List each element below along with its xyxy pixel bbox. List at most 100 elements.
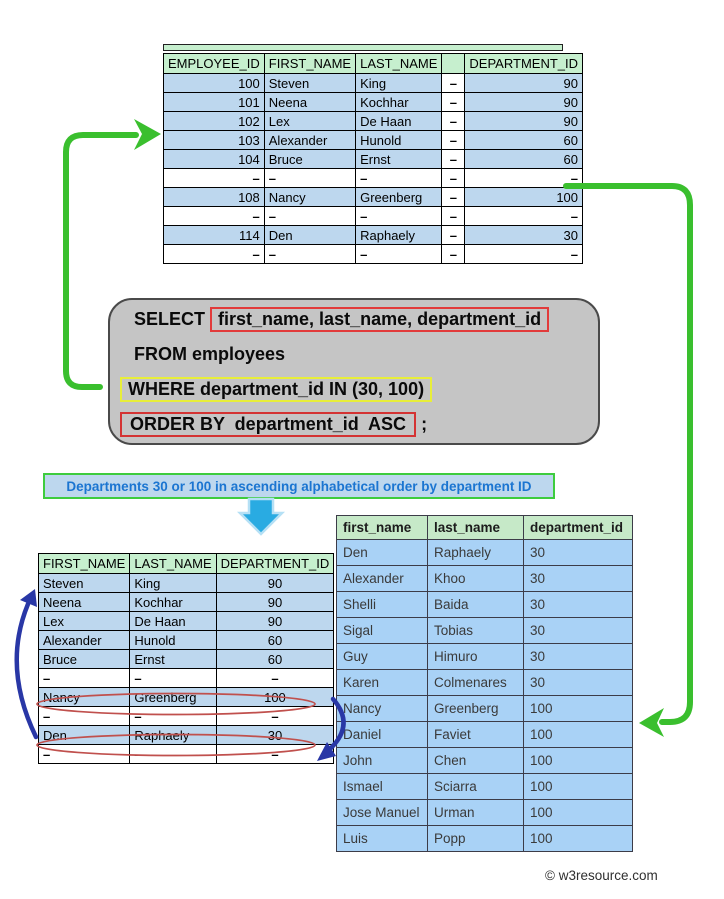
table-row: ––– bbox=[37, 668, 335, 688]
credit-text: © w3resource.com bbox=[545, 868, 658, 883]
table-cell: 108 bbox=[163, 187, 265, 207]
table-cell: 90 bbox=[215, 573, 335, 593]
column-header: last_name bbox=[427, 515, 524, 540]
table-cell: Kochhar bbox=[355, 92, 443, 112]
table-cell: 100 bbox=[523, 721, 633, 748]
table-cell: 102 bbox=[163, 111, 265, 131]
blue-curved-arrow-sort-icon bbox=[14, 589, 39, 740]
column-header: EMPLOYEE_ID bbox=[163, 53, 265, 74]
table-cell: 101 bbox=[163, 92, 265, 112]
column-header: FIRST_NAME bbox=[37, 553, 131, 574]
table-row: ––– bbox=[37, 744, 335, 764]
table-cell: – bbox=[441, 225, 466, 245]
table-cell: 90 bbox=[215, 611, 335, 631]
table-cell: Chen bbox=[427, 747, 524, 774]
sql-select-keyword: SELECT bbox=[134, 308, 206, 329]
table-cell: – bbox=[355, 206, 443, 226]
table-cell: Neena bbox=[37, 592, 131, 612]
table-cell: – bbox=[263, 168, 357, 188]
column-header: FIRST_NAME bbox=[263, 53, 357, 74]
table-cell: Ernst bbox=[355, 149, 443, 169]
table-cell: 60 bbox=[215, 630, 335, 650]
table-cell: – bbox=[441, 206, 466, 226]
column-header: DEPARTMENT_ID bbox=[464, 53, 584, 74]
table-cell: Raphaely bbox=[129, 725, 217, 745]
table-cell: Neena bbox=[263, 92, 357, 112]
table-cell: 60 bbox=[464, 149, 584, 169]
table-row: ––––– bbox=[163, 206, 584, 226]
table-cell: Hunold bbox=[355, 130, 443, 150]
table-cell: – bbox=[441, 111, 466, 131]
sql-from-line: FROM employees bbox=[134, 343, 286, 364]
table-cell: 100 bbox=[464, 187, 584, 207]
table-cell: Baida bbox=[427, 591, 524, 618]
table-cell: Kochhar bbox=[129, 592, 217, 612]
table-cell: 90 bbox=[464, 111, 584, 131]
table-cell: Alexander bbox=[37, 630, 131, 650]
table-cell: Colmenares bbox=[427, 669, 524, 696]
table-cell: – bbox=[215, 706, 335, 726]
table-cell: – bbox=[129, 668, 217, 688]
table-cell: 60 bbox=[464, 130, 584, 150]
table-cell: 104 bbox=[163, 149, 265, 169]
table-cell: John bbox=[336, 747, 428, 774]
table-cell: Den bbox=[263, 225, 357, 245]
table-cell: – bbox=[441, 187, 466, 207]
table-cell: Tobias bbox=[427, 617, 524, 644]
column-header bbox=[441, 53, 466, 74]
table-cell: Raphaely bbox=[355, 225, 443, 245]
column-header: first_name bbox=[336, 515, 428, 540]
table-cell: Alexander bbox=[336, 565, 428, 592]
table-cell: Lex bbox=[37, 611, 131, 631]
blue-block-down-arrow-icon bbox=[236, 497, 286, 536]
table-cell: Khoo bbox=[427, 565, 524, 592]
table-cell: 30 bbox=[523, 643, 633, 670]
table-cell: – bbox=[441, 149, 466, 169]
result-caption-banner: Departments 30 or 100 in ascending alpha… bbox=[43, 473, 555, 499]
table-cell: Hunold bbox=[129, 630, 217, 650]
column-header: department_id bbox=[523, 515, 633, 540]
table-cell: 114 bbox=[163, 225, 265, 245]
column-header: DEPARTMENT_ID bbox=[215, 553, 335, 574]
table-cell: 100 bbox=[523, 747, 633, 774]
table-cell: Shelli bbox=[336, 591, 428, 618]
table-cell: King bbox=[129, 573, 217, 593]
table-cell: – bbox=[441, 73, 466, 93]
table-cell: – bbox=[464, 168, 584, 188]
table-cell: Nancy bbox=[37, 687, 131, 707]
column-header: LAST_NAME bbox=[355, 53, 443, 74]
table-cell: Den bbox=[336, 539, 428, 566]
table-cell: – bbox=[37, 668, 131, 688]
table-cell: 30 bbox=[464, 225, 584, 245]
table-cell: 100 bbox=[523, 695, 633, 722]
table-cell: 90 bbox=[215, 592, 335, 612]
sql-select-columns-highlight: first_name, last_name, department_id bbox=[210, 306, 550, 332]
table-cell: – bbox=[37, 706, 131, 726]
table-cell: – bbox=[464, 244, 584, 264]
table-cell: 100 bbox=[215, 687, 335, 707]
table-cell: Popp bbox=[427, 825, 524, 852]
table-cell: 30 bbox=[523, 591, 633, 618]
table-cell: Himuro bbox=[427, 643, 524, 670]
